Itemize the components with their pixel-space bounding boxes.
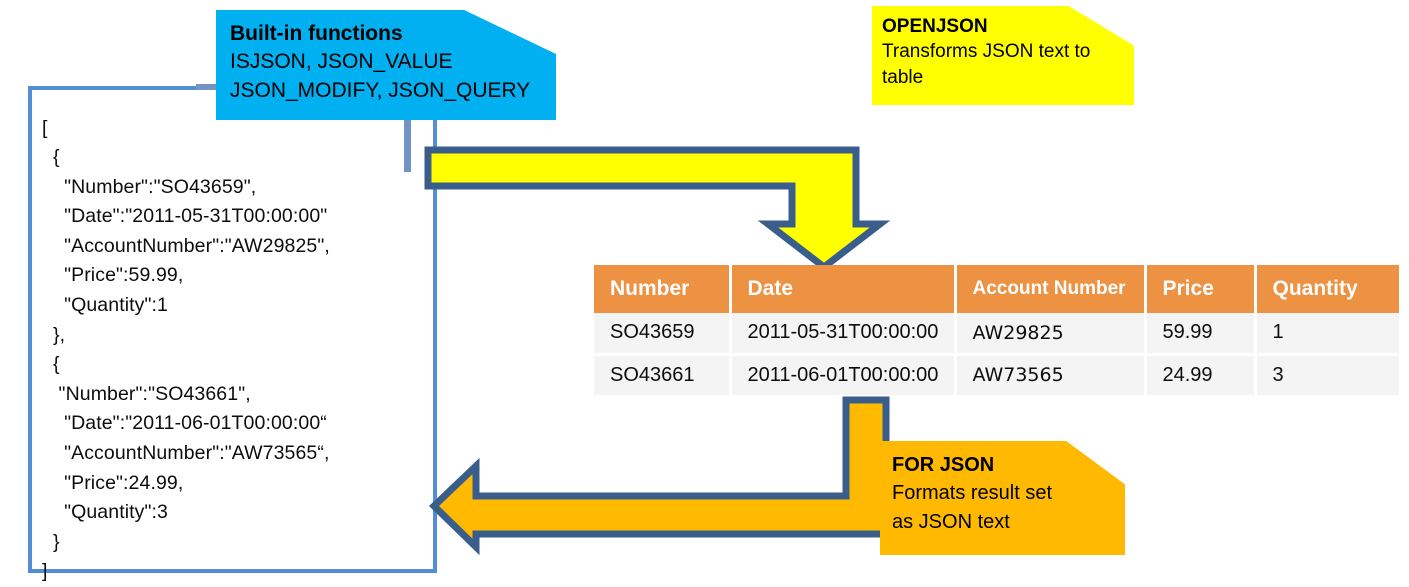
callout-openjson-line2: table — [882, 67, 924, 88]
callout-openjson-line1: Transforms JSON text to — [882, 41, 1091, 62]
callout-for-json-line1: Formats result set — [892, 482, 1053, 504]
column-header-price[interactable]: Price — [1145, 265, 1257, 313]
result-table: Number Date Account Number Price Quantit… — [594, 265, 1399, 395]
json-text-panel: [ { "Number":"SO43659", "Date":"2011-05-… — [28, 86, 437, 582]
cell-number: SO43661 — [594, 352, 732, 395]
callout-openjson-title: OPENJSON — [882, 16, 988, 37]
cell-number: SO43659 — [594, 313, 732, 354]
callout-built-in-functions: Built-in functions ISJSON, JSON_VALUE JS… — [216, 10, 556, 120]
callout-openjson: OPENJSON Transforms JSON text to table — [872, 6, 1134, 105]
cell-quantity: 3 — [1255, 352, 1399, 395]
json-to-table-arrow — [424, 146, 891, 272]
cell-price: 59.99 — [1145, 313, 1257, 354]
cell-price: 24.99 — [1145, 352, 1257, 395]
table-to-json-arrow — [428, 396, 890, 556]
callout-built-in-functions-line1: ISJSON, JSON_VALUE — [230, 50, 453, 73]
json-code-text: [ { "Number":"SO43659", "Date":"2011-05-… — [42, 116, 330, 583]
table-header-row: Number Date Account Number Price Quantit… — [594, 265, 1399, 313]
cell-quantity: 1 — [1255, 313, 1399, 354]
callout-built-in-functions-title: Built-in functions — [230, 22, 403, 45]
cell-account-number: AW73565 — [955, 352, 1147, 395]
builtin-callout-connector-vertical — [404, 118, 411, 172]
column-header-date[interactable]: Date — [730, 265, 957, 313]
callout-for-json-line2: as JSON text — [892, 511, 1010, 533]
callout-for-json-title: FOR JSON — [892, 454, 995, 476]
callout-for-json: FOR JSON Formats result set as JSON text — [880, 441, 1125, 555]
builtin-callout-connector-horizontal — [196, 84, 222, 90]
cell-date: 2011-05-31T00:00:00 — [730, 313, 957, 354]
column-header-account-number[interactable]: Account Number — [955, 265, 1147, 313]
cell-date: 2011-06-01T00:00:00 — [730, 352, 957, 395]
table-row: SO43661 2011-06-01T00:00:00 AW73565 24.9… — [594, 352, 1399, 395]
table-row: SO43659 2011-05-31T00:00:00 AW29825 59.9… — [594, 313, 1399, 354]
column-header-quantity[interactable]: Quantity — [1255, 265, 1399, 313]
cell-account-number: AW29825 — [955, 313, 1147, 354]
column-header-number[interactable]: Number — [594, 265, 732, 313]
callout-built-in-functions-line2: JSON_MODIFY, JSON_QUERY — [230, 79, 531, 102]
